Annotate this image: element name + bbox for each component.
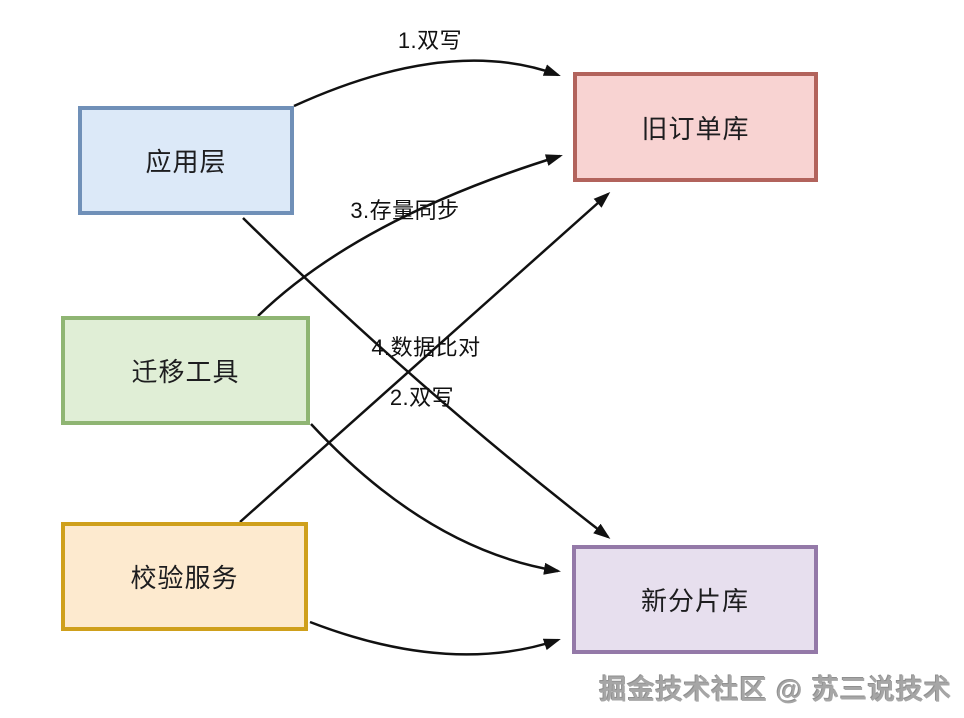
edge-label-data-compare-4: 4.数据比对: [371, 335, 481, 360]
edge-label-dual-write-2: 2.双写: [389, 385, 455, 410]
arrow-app-layer-to-new-shard-db: [242, 217, 611, 539]
arrow-validation-service-to-old-order-db: [239, 192, 611, 523]
node-new-shard-db: 新分片库: [572, 545, 818, 654]
node-migration-tool: 迁移工具: [61, 316, 310, 425]
node-old-order-db: 旧订单库: [573, 72, 818, 182]
edge-label-stock-sync-3: 3.存量同步: [350, 198, 460, 223]
edge-label-dual-write-1: 1.双写: [397, 28, 463, 53]
arrow-migration-tool-to-new-shard-db: [310, 423, 561, 575]
arrow-app-layer-to-old-order-db: [293, 59, 561, 108]
node-validation-service: 校验服务: [61, 522, 308, 631]
arrow-validation-service-to-new-shard-db: [309, 620, 561, 656]
watermark: 掘金技术社区 @ 苏三说技术: [599, 675, 952, 705]
node-app-layer: 应用层: [78, 106, 294, 215]
arrow-migration-tool-to-old-order-db: [257, 154, 563, 317]
